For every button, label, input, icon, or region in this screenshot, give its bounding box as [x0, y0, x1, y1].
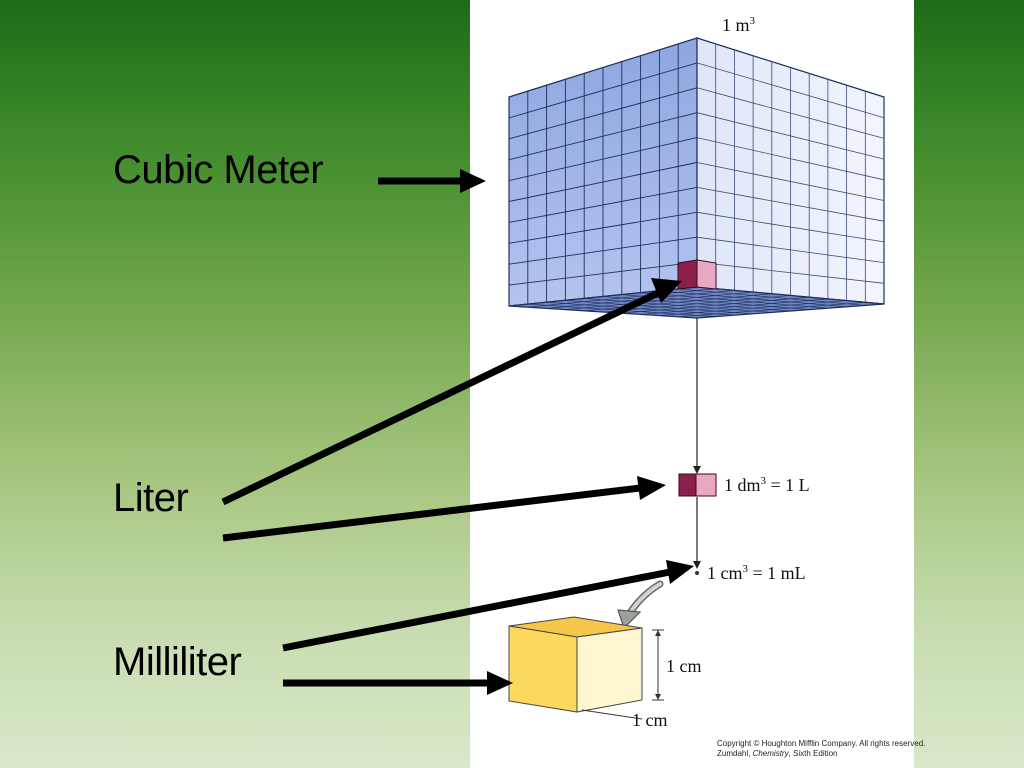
- zoom-arrow-head: [617, 609, 642, 630]
- copyright-book-title: Chemistry: [752, 749, 789, 758]
- dim-arrow-down: [655, 694, 661, 700]
- dim-line-bottom: [581, 709, 643, 720]
- copyright-author: Zumdahl,: [717, 749, 753, 758]
- connector-arrowhead-2: [693, 561, 701, 569]
- cm3-exponent: 3: [742, 563, 749, 575]
- arrow-liter-1-head: [651, 278, 682, 303]
- cm3-equals: = 1 mL: [748, 563, 806, 583]
- grid-line: [640, 292, 828, 309]
- cube-front-grid: [508, 43, 698, 305]
- copyright-edition: , Sixth Edition: [788, 749, 838, 758]
- grid-line: [659, 300, 847, 316]
- label-cm3-ml: 1 cm3 = 1 mL: [707, 563, 806, 584]
- dm3-exponent: 3: [760, 475, 767, 487]
- dm3-base: 1 dm: [724, 475, 761, 495]
- arrow-liter-2-shaft: [222, 484, 641, 542]
- copyright-notice: Copyright © Houghton Mifflin Company. Al…: [717, 739, 925, 759]
- arrow-milliliter-2-head: [487, 671, 513, 695]
- cm3-base: 1 cm: [707, 563, 743, 583]
- label-milliliter: Milliliter: [113, 640, 242, 684]
- copyright-line-1: Copyright © Houghton Mifflin Company. Al…: [717, 739, 926, 748]
- arrow-liter-2-head: [637, 476, 666, 500]
- copyright-line-2: Zumdahl, Chemistry, Sixth Edition: [717, 749, 925, 759]
- grid-line: [508, 186, 698, 223]
- arrow-cubic-meter-head: [460, 169, 486, 193]
- ml-cube-front: [508, 625, 578, 713]
- label-cubic-meter: Cubic Meter: [113, 148, 324, 192]
- liter-cube-front: [678, 473, 697, 497]
- arrow-milliliter-1-shaft: [282, 568, 671, 652]
- label-1cm-vertical: 1 cm: [666, 656, 702, 676]
- liter-cube-side: [695, 473, 717, 497]
- label-1cm-bottom: 1 cm: [632, 710, 668, 730]
- arrow-liter-1-shaft: [221, 288, 662, 506]
- grid-line: [696, 261, 885, 284]
- pointer-arrows: [221, 169, 694, 695]
- grid-line: [508, 261, 698, 286]
- arrow-milliliter-1-head: [666, 560, 694, 584]
- grid-line: [678, 288, 866, 306]
- connector-arrowhead-1: [693, 466, 701, 474]
- grid-line: [696, 162, 885, 201]
- ml-cube-side: [576, 627, 643, 713]
- dm-cube-in-corner-light: [696, 259, 717, 290]
- grid-line: [696, 187, 885, 222]
- grid-line: [621, 296, 810, 314]
- label-dm3-liter: 1 dm3 = 1 L: [724, 475, 810, 496]
- cube-side-grid: [696, 43, 885, 303]
- cube-bottom-face: [508, 286, 885, 319]
- ml-dot: [695, 571, 699, 575]
- grid-line: [640, 298, 828, 315]
- grid-line: [678, 302, 866, 318]
- label-1-m3: 1 m3: [722, 15, 755, 36]
- grid-line: [602, 295, 791, 313]
- label-liter: Liter: [113, 476, 189, 520]
- m3-exponent: 3: [749, 15, 756, 27]
- grid-line: [696, 236, 885, 263]
- dm3-equals: = 1 L: [766, 475, 810, 495]
- dm-cube-in-corner-dark: [677, 259, 698, 290]
- grid-line: [508, 162, 698, 202]
- grid-line: [508, 211, 698, 244]
- grid-line: [696, 211, 885, 243]
- m3-base: 1 m: [722, 15, 750, 35]
- grid-line: [508, 236, 698, 265]
- dim-arrow-up: [655, 630, 661, 636]
- grid-line: [659, 290, 847, 308]
